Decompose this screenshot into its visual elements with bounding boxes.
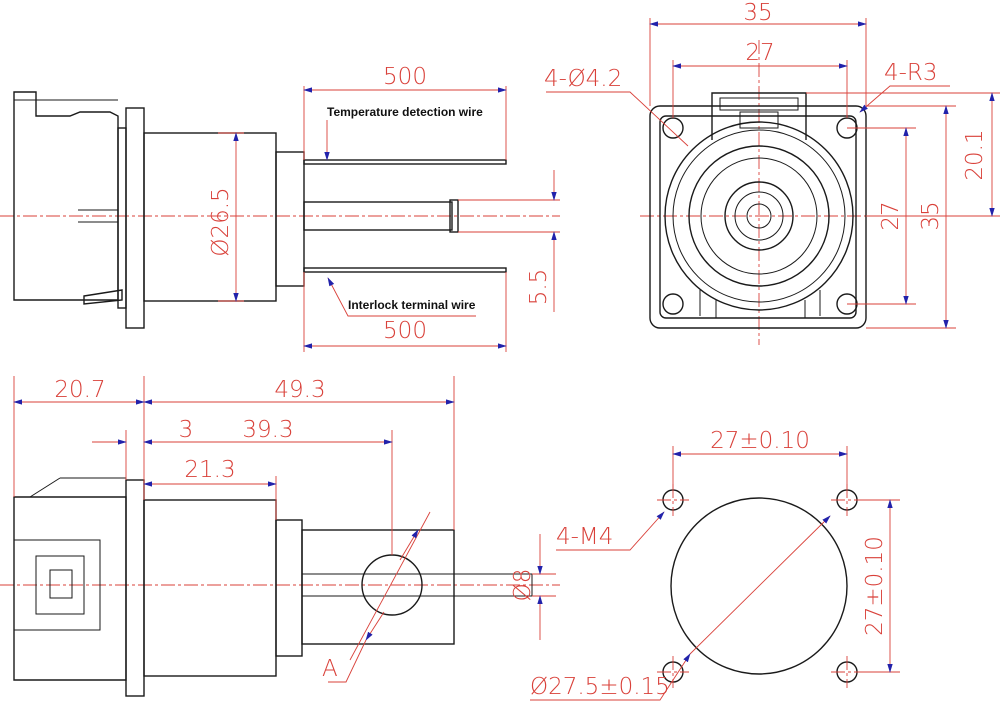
bottom-right-panel-cutout: 27±0.10 27±0.10 4-M4 Ø27.5±0.15: [530, 428, 900, 701]
interlock-wire-label: Interlock terminal wire: [348, 298, 476, 312]
side-49-3: 49.3: [274, 377, 325, 403]
side-section-A: A: [322, 656, 338, 682]
dim-5-5: 5.5: [526, 269, 552, 306]
front-27-top: 27: [745, 40, 774, 66]
dim-500-bottom: 500: [383, 318, 427, 344]
front-35-side: 35: [918, 201, 944, 230]
panel-27-side: 27±0.10: [862, 536, 888, 636]
temperature-wire-label: Temperature detection wire: [327, 105, 483, 119]
side-3: 3: [179, 417, 194, 443]
panel-dia-27-5: Ø27.5±0.15: [530, 674, 670, 700]
dim-dia-26-5: Ø26.5: [208, 187, 234, 256]
front-27-side: 27: [878, 201, 904, 230]
dim-500-top: 500: [383, 64, 427, 90]
front-4-phi-4-2: 4-Ø4.2: [544, 66, 622, 92]
front-4-r3: 4-R3: [884, 60, 938, 86]
front-20-1: 20.1: [962, 129, 988, 180]
bottom-left-side-view: 20.7 49.3 3 39.3 21.3 Ø8 A: [0, 376, 560, 697]
front-35-top: 35: [743, 0, 772, 26]
panel-4-m4: 4-M4: [556, 524, 613, 550]
side-20-7: 20.7: [54, 377, 105, 403]
panel-27-top: 27±0.10: [710, 428, 810, 454]
top-right-front-view: 35 27 4-Ø4.2 4-R3 20.1 27 35: [544, 0, 1000, 345]
side-dia-8: Ø8: [510, 569, 536, 602]
top-left-side-view: 500 500 Ø26.5 5.5 Temperature detection …: [0, 64, 560, 352]
side-21-3: 21.3: [184, 457, 235, 483]
side-39-3: 39.3: [242, 417, 293, 443]
